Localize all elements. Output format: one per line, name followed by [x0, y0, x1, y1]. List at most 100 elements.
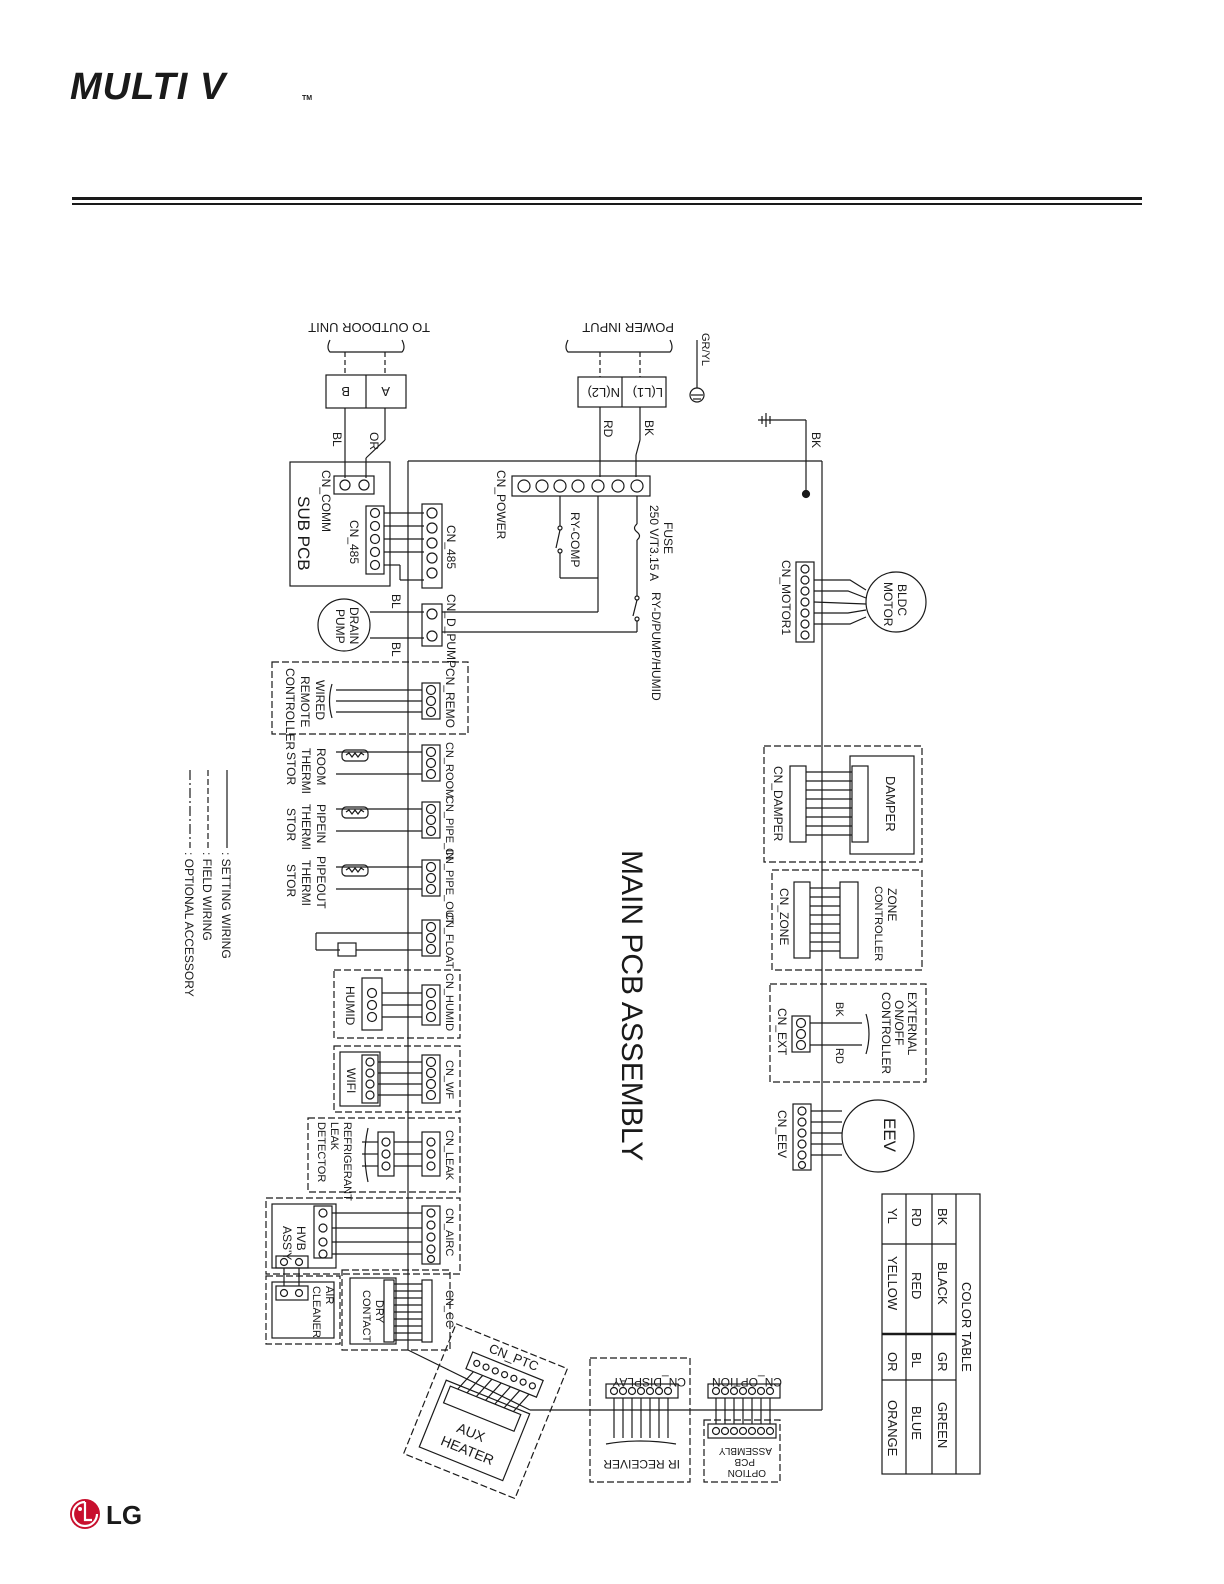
cn-pipe-out-label: CN_PIPE_OUT	[443, 848, 455, 925]
air-label: AIR	[323, 1286, 335, 1304]
power-input-terminals: POWER INPUT N(L2) L(L1) RD BK GR/YL	[565, 320, 711, 477]
cn-zone-label: CN_ZONE	[777, 888, 791, 945]
wifi-label: WIFI	[344, 1068, 358, 1093]
detector-label: DETECTOR	[315, 1122, 327, 1182]
cn-display-label: CN_DISPLAY	[612, 1375, 686, 1389]
pipeout-thermistor-label-2: THERMI	[299, 860, 313, 906]
pipein-thermistor-label-2: THERMI	[299, 804, 313, 850]
wire-bl-label: BL	[330, 432, 344, 447]
wire-or-label: OR	[367, 432, 381, 450]
dry-label: DRY	[373, 1300, 385, 1324]
color-row-2-code2: BL	[909, 1352, 924, 1368]
refrigerant-label: REFRIGERANT	[341, 1122, 353, 1201]
grounding-label: GR/YL	[699, 333, 711, 366]
multi-v-logo: MULTI V TM	[70, 66, 312, 106]
cn-float-label: CN_FLOAT	[443, 912, 455, 969]
cn-damper-label: CN_DAMPER	[771, 766, 785, 842]
sub-pcb-title: SUB PCB	[294, 496, 313, 571]
cn-power-label: CN_POWER	[494, 470, 508, 540]
main-pcb-outline	[407, 460, 823, 1411]
option-label: OPTION	[728, 1467, 766, 1478]
dry-contact-pins	[394, 1283, 422, 1341]
color-row-2-name2: BLUE	[909, 1406, 924, 1440]
damper-label: DAMPER	[883, 776, 898, 832]
eev-label: EEV	[880, 1118, 899, 1153]
cn-cc-label: CN_CC	[443, 1290, 455, 1328]
remote-label: REMOTE	[298, 676, 312, 727]
cn-ext-label: CN_EXT	[775, 1008, 789, 1056]
power-input-label: POWER INPUT	[582, 320, 674, 335]
ground-icon	[689, 387, 705, 403]
external-label: EXTERNAL	[905, 992, 919, 1056]
option-group: CN_OPTION OPTION PCB ASSEMBLY	[703, 1375, 782, 1483]
ir-receiver-label: IR RECEIVER	[603, 1457, 680, 1471]
legend-setting: : SETTING WIRING	[219, 852, 233, 959]
ext-wire-rd-label: RD	[833, 1048, 845, 1064]
ext-controller-label: CONTROLLER	[879, 992, 893, 1074]
color-row-3-name2: ORANGE	[885, 1400, 900, 1457]
cn-power: CN_POWER RY-COMP FUSE 250 V/T3.15 A RY-D…	[442, 470, 675, 701]
cn-remo-label: CN_REMO	[443, 668, 457, 728]
pipein-thermistor-label-3: STOR	[284, 808, 298, 841]
cleaner-label: CLEANER	[310, 1286, 322, 1338]
ext-wire-bk-label: BK	[833, 1002, 845, 1017]
wired-label: WIRED	[313, 680, 327, 720]
drain-label: DRAIN	[347, 607, 361, 644]
zone-controller-label: CONTROLLER	[872, 886, 884, 961]
brand-text: MULTI V	[70, 66, 228, 106]
damper-wires	[806, 771, 852, 836]
cn-room-label: CN_ROOM	[443, 742, 455, 798]
header-rule	[72, 197, 1142, 200]
lg-logo: LG	[70, 1499, 142, 1530]
terminal-b-label: B	[341, 384, 350, 399]
cn-d-pump-label: CN_D_PUMP	[444, 594, 458, 668]
right-connectors: BLDC MOTOR CN_MOTOR1 DAMPER CN_DAMPER ZO…	[763, 560, 927, 1173]
color-row-1-code: BK	[935, 1208, 950, 1226]
controller-label: CONTROLLER	[283, 668, 297, 750]
color-row-3-code2: OR	[885, 1352, 900, 1372]
hvb-label: HVB	[294, 1226, 308, 1251]
wire-bk-label: BK	[642, 420, 656, 436]
pipeout-thermistor-label-1: PIPEOUT	[314, 856, 328, 909]
color-table-title: COLOR TABLE	[959, 1282, 974, 1372]
display-wires	[613, 1398, 669, 1438]
zone-wires	[810, 887, 840, 952]
cn-airc-label: CN_AIRC	[443, 1208, 455, 1256]
drain-wire-bl-1: BL	[389, 594, 403, 609]
trademark-text: TM	[302, 95, 312, 102]
fuse-label: FUSE	[661, 522, 675, 554]
aux-heater-group: CN_PTC AUX HEATER	[402, 1322, 569, 1500]
pipeout-thermistor-label-3: STOR	[284, 864, 298, 897]
sub-pcb: CN_COMM SUB PCB CN_485 CN_485	[289, 461, 458, 589]
room-thermistor-label-3: STOR	[284, 752, 298, 785]
ptc-wires	[457, 1371, 530, 1412]
wire-rd-label: RD	[601, 420, 615, 438]
zone-label: ZONE	[885, 888, 899, 921]
color-row-3-code: YL	[885, 1208, 900, 1224]
terminal-n-label: N(L2)	[587, 385, 620, 400]
display-group: CN_DISPLAY IR RECEIVER	[589, 1357, 691, 1483]
color-table: COLOR TABLE BK BLACK GR GREEN RD RED BL …	[881, 1193, 981, 1475]
cn-comm-label: CN_COMM	[319, 470, 333, 532]
fuse-rating-label: 250 V/T3.15 A	[647, 505, 661, 581]
chassis-ground: BK	[758, 413, 823, 499]
wire-bk-ground-label: BK	[809, 432, 823, 448]
legend-optional: : OPTIONAL ACCESSORY	[182, 852, 196, 997]
cn-wf-label: CN_WF	[443, 1060, 455, 1099]
color-row-1-name: BLACK	[935, 1262, 950, 1305]
contact-label: CONTACT	[360, 1290, 372, 1343]
pcb-label: PCB	[734, 1456, 755, 1467]
cn-485-inner-label: CN_485	[347, 520, 361, 564]
cn-485-label: CN_485	[444, 525, 458, 569]
leak-label: LEAK	[328, 1122, 340, 1151]
header-rule-thin	[72, 203, 1142, 205]
pump-label: PUMP	[333, 609, 347, 644]
legend-field: : FIELD WIRING	[200, 852, 214, 941]
color-row-3-name: YELLOW	[885, 1256, 900, 1311]
room-thermistor-label-1: ROOM	[314, 748, 328, 785]
motor-label: MOTOR	[881, 582, 895, 627]
color-row-1-name2: GREEN	[935, 1402, 950, 1448]
cn-humid-label: CN_HUMID	[443, 973, 455, 1031]
cn-motor1-label: CN_MOTOR1	[779, 560, 793, 635]
